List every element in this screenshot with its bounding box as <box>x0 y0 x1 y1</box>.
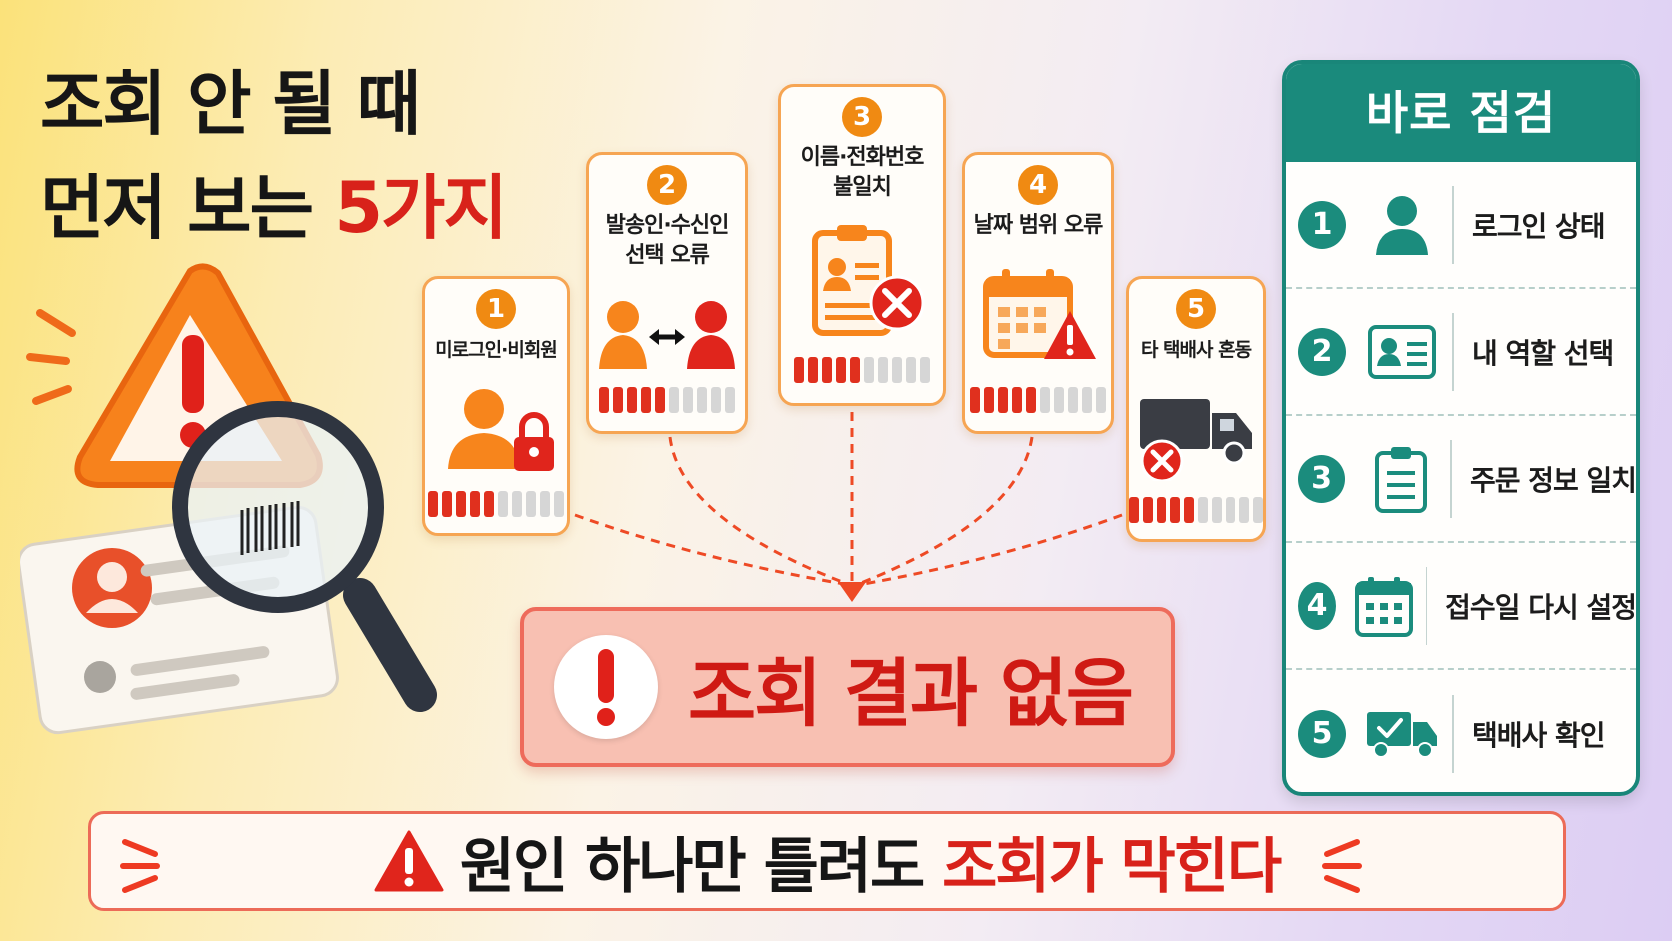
banner-text: 원인 하나만 틀려도 조회가 막힌다 <box>459 818 1282 905</box>
check-number: 1 <box>1298 200 1346 249</box>
quick-check-panel: 바로 점검 1 로그인 상태 2 내 역할 선택 3 주문 정보 일치 4 접수… <box>1282 60 1640 796</box>
step-badge: 2 <box>647 165 687 205</box>
id-card-icon <box>1362 317 1442 387</box>
step-card-1: 1 미로그인·비회원 <box>422 276 570 536</box>
step-label-line-2: 불일치 <box>833 175 892 200</box>
title-highlight: 5가지 <box>334 167 508 249</box>
title-line-2: 먼저 보는 5가지 <box>40 156 508 260</box>
check-label: 택배사 확인 <box>1472 718 1606 752</box>
severity-meter <box>589 387 745 413</box>
calendar-warning-icon <box>983 269 1096 359</box>
panel-title: 바로 점검 <box>1286 64 1636 162</box>
check-item-2: 2 내 역할 선택 <box>1286 289 1636 416</box>
bottom-banner: 원인 하나만 틀려도 조회가 막힌다 <box>88 811 1566 911</box>
step-label-line-1: 발송인·수신인 <box>605 213 730 238</box>
alert-rays-icon <box>26 309 76 405</box>
barcode-icon <box>240 501 300 555</box>
step-card-4: 4 날짜 범위 오류 <box>962 152 1114 434</box>
magnifier-icon <box>172 401 437 712</box>
check-number: 2 <box>1298 327 1346 376</box>
severity-meter <box>425 491 567 517</box>
step-badge: 4 <box>1018 165 1058 205</box>
step-label-line-2: 선택 오류 <box>625 243 710 268</box>
hero-illustration <box>20 263 437 735</box>
title-line-2-prefix: 먼저 보는 <box>40 167 335 249</box>
step-card-5: 5 타 택배사 혼동 <box>1126 276 1266 542</box>
step-label: 미로그인·비회원 <box>435 339 558 361</box>
page-title: 조회 안 될 때 먼저 보는 5가지 <box>40 52 508 260</box>
step-card-2: 2 발송인·수신인 선택 오류 <box>586 152 748 434</box>
step-label-line-1: 이름·전화번호 <box>800 145 925 170</box>
no-result-box: 조회 결과 없음 <box>520 607 1175 767</box>
sender-receiver-swap-icon <box>599 301 735 369</box>
check-number: 5 <box>1298 709 1346 758</box>
warning-triangle-icon <box>374 830 444 892</box>
check-label: 로그인 상태 <box>1472 209 1606 243</box>
step-badge: 3 <box>842 97 882 137</box>
step-label: 타 택배사 혼동 <box>1140 339 1252 361</box>
check-label: 접수일 다시 설정 <box>1445 590 1636 624</box>
step-label: 날짜 범위 오류 <box>973 213 1104 238</box>
check-number: 3 <box>1298 454 1346 503</box>
exclamation-icon <box>554 635 658 739</box>
truck-error-icon <box>1140 399 1252 481</box>
check-number: 4 <box>1298 581 1337 630</box>
banner-highlight: 조회가 막힌다 <box>942 831 1282 902</box>
check-item-3: 3 주문 정보 일치 <box>1286 416 1636 543</box>
step-badge: 5 <box>1176 289 1216 329</box>
id-clipboard-error-icon <box>812 225 925 336</box>
check-label: 주문 정보 일치 <box>1469 463 1636 497</box>
user-icon <box>1362 190 1442 260</box>
severity-meter <box>781 357 943 383</box>
severity-meter <box>965 387 1111 413</box>
burst-left-icon <box>120 839 160 893</box>
check-label: 내 역할 선택 <box>1472 336 1614 370</box>
check-item-1: 1 로그인 상태 <box>1286 162 1636 289</box>
banner-prefix: 원인 하나만 틀려도 <box>459 831 943 902</box>
check-item-4: 4 접수일 다시 설정 <box>1286 543 1636 670</box>
truck-check-icon <box>1362 699 1442 769</box>
id-card-icon <box>20 505 339 735</box>
severity-meter <box>1129 497 1263 523</box>
person-lock-icon <box>448 389 554 471</box>
step-badge: 1 <box>476 289 516 329</box>
no-result-text: 조회 결과 없음 <box>688 650 1134 737</box>
step-card-3: 3 이름·전화번호 불일치 <box>778 84 946 406</box>
check-item-5: 5 택배사 확인 <box>1286 670 1636 792</box>
burst-right-icon <box>1322 839 1362 893</box>
title-line-1: 조회 안 될 때 <box>40 63 421 145</box>
clipboard-icon <box>1361 444 1440 514</box>
calendar-icon <box>1352 571 1415 641</box>
